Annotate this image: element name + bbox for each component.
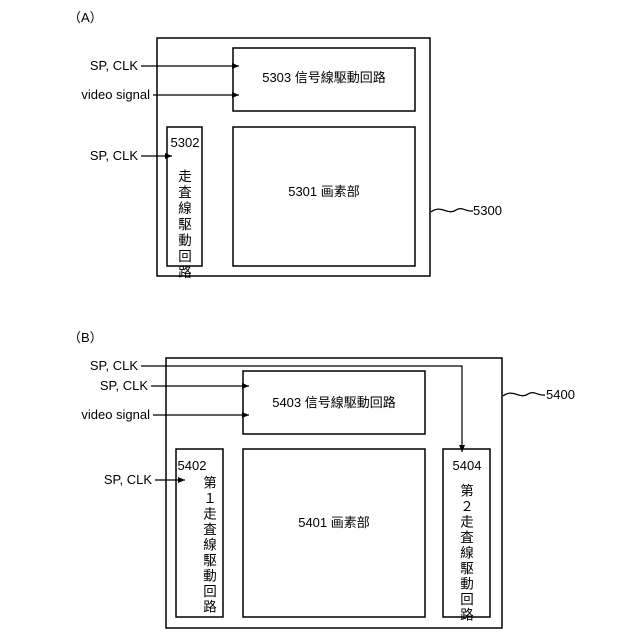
reference-number: 5400 [546, 387, 575, 402]
signal-driver-label: 5303 信号線駆動回路 [262, 70, 386, 85]
input-scan1-sp-clk-label: SP, CLK [104, 472, 153, 487]
input-video-signal-label: video signal [81, 87, 150, 102]
reference-number: 5300 [473, 203, 502, 218]
scan-driver-1-number: 5402 [178, 458, 207, 473]
reference-squiggle [503, 393, 545, 396]
input-video-signal-label: video signal [81, 407, 150, 422]
pixel-portion-box [243, 449, 425, 617]
scan-driver-2-name: 第２走査線駆動回路 [460, 483, 474, 624]
panel-a-label: （A） [68, 10, 103, 25]
panel-b: （B） 5403 信号線駆動回路 5401 画素部 5402 第１走査線駆動回路… [68, 330, 575, 628]
pixel-portion-label: 5401 画素部 [298, 515, 370, 530]
input-sp-clk-top-label: SP, CLK [90, 358, 139, 373]
scan-driver-number: 5302 [171, 135, 200, 150]
panel-b-label: （B） [68, 330, 103, 345]
input-sp-clk-label: SP, CLK [100, 378, 149, 393]
scan-driver-1-name: 第１走査線駆動回路 [203, 475, 217, 616]
panel-a: （A） 5303 信号線駆動回路 5301 画素部 5302 走査線駆動回路 S… [68, 10, 502, 281]
reference-squiggle [431, 209, 473, 212]
input-sp-clk-label: SP, CLK [90, 58, 139, 73]
scan-driver-2-number: 5404 [453, 458, 482, 473]
scan-driver-name: 走査線駆動回路 [178, 169, 192, 281]
input-scan-sp-clk-label: SP, CLK [90, 148, 139, 163]
pixel-portion-label: 5301 画素部 [288, 184, 360, 199]
signal-driver-label: 5403 信号線駆動回路 [272, 395, 396, 410]
